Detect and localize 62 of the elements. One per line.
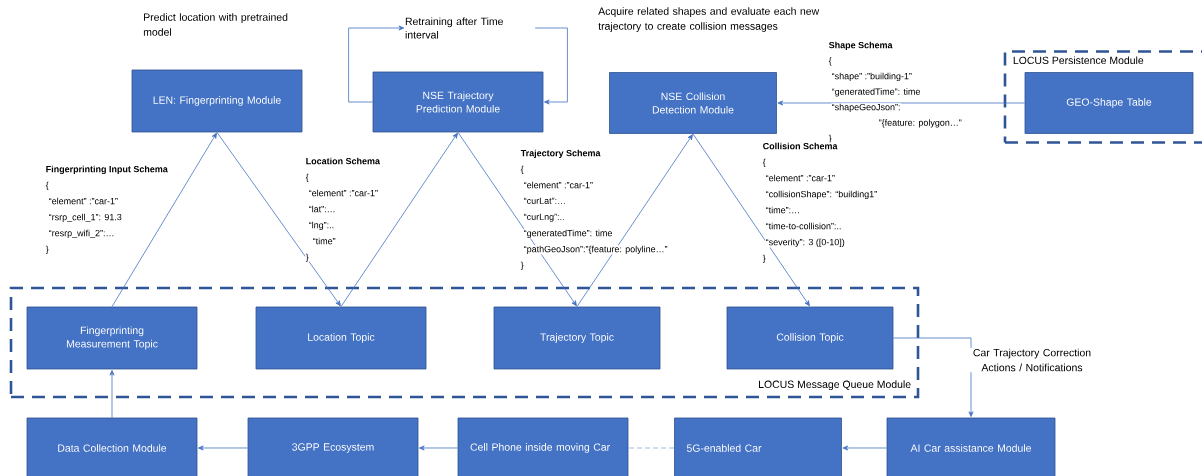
schema-line: “element” :”car-1” xyxy=(523,181,594,189)
schema-line: } xyxy=(762,254,767,264)
schema-line: { xyxy=(762,158,767,168)
annotation-text: Retraining after Time interval xyxy=(405,17,503,39)
arrow xyxy=(419,445,458,451)
process-box: AI Car assistance Module xyxy=(886,417,1056,476)
note-text: Acquire related shapes and evaluate each new trajectory to create collision messages xyxy=(598,7,820,32)
schema-line: “time” xyxy=(312,237,337,245)
arrow xyxy=(348,25,405,103)
process-box: 3GPP Ecosystem xyxy=(247,417,419,476)
arrow xyxy=(893,337,974,417)
process-box: LEN: Fingerprinting Module xyxy=(131,69,303,133)
schema-line: } xyxy=(520,261,525,271)
schema-line: “resrp_wifi_2”:… xyxy=(48,229,115,239)
schema-line: “curLat”:… xyxy=(523,197,567,205)
schema-line: { xyxy=(45,181,50,191)
schema-line: “lng”:.. xyxy=(308,221,335,231)
edge-label: Car Trajectory Correction Actions / Notifications xyxy=(968,347,1096,373)
process-box: NSE Collision Detection Module xyxy=(609,72,777,134)
arrow xyxy=(692,133,810,307)
arrow xyxy=(340,132,458,307)
schema-line: “time”:… xyxy=(765,206,801,214)
schema-heading: Collision Schema xyxy=(762,142,838,150)
arrow xyxy=(576,134,693,307)
schema-line: { xyxy=(828,56,833,67)
schema-line: ”{feature: polygon…” xyxy=(878,118,963,129)
arrow xyxy=(842,445,887,451)
schema-line: “rsrp_cell_1”: 91.3 xyxy=(48,213,123,223)
schema-line: “element” :”car-1” xyxy=(765,174,836,182)
process-box: Location Topic xyxy=(255,306,427,370)
arrow xyxy=(111,132,217,307)
process-box: 5G-enabled Car xyxy=(674,417,842,476)
schema-line: “shape” :”building-1” xyxy=(831,72,913,82)
process-box: NSE Trajectory Prediction Module xyxy=(372,71,544,133)
arrow xyxy=(534,27,568,105)
schema-heading: Location Schema xyxy=(305,157,381,165)
process-box: Fingerprinting Measurement Topic xyxy=(26,306,198,370)
process-box: Trajectory Topic xyxy=(493,306,661,370)
schema-line: “time-to-collision”:.. xyxy=(765,222,842,230)
arrow xyxy=(198,445,248,451)
schema-line: } xyxy=(45,245,50,255)
schema-line: { xyxy=(520,165,525,175)
schema-line: “element” :”car-1” xyxy=(48,197,119,205)
schema-line: } xyxy=(305,253,310,263)
process-box: GEO-Shape Table xyxy=(1024,72,1194,134)
process-box: Data Collection Module xyxy=(26,417,198,476)
process-box: Cell Phone inside moving Car xyxy=(457,417,629,476)
schema-line: { xyxy=(305,173,310,183)
process-box: Collision Topic xyxy=(726,306,894,370)
schema-line: “element” :”car-1” xyxy=(308,189,379,197)
arrow xyxy=(777,100,1025,106)
schema-line: “curLng”:.. xyxy=(523,213,566,223)
schema-heading: Fingerprinting Input Schema xyxy=(45,165,169,175)
schema-line: “collisionShape”: “building1” xyxy=(765,190,878,200)
schema-line: “lat”:… xyxy=(308,205,337,213)
schema-heading: Shape Schema xyxy=(828,41,893,51)
arrow xyxy=(457,132,577,307)
note-text: Predict location with pretrained model xyxy=(143,13,288,36)
arrow xyxy=(216,132,341,307)
arrow xyxy=(109,370,115,418)
schema-line: “generatedTime”: time xyxy=(831,87,921,98)
schema-heading: Trajectory Schema xyxy=(520,149,601,159)
